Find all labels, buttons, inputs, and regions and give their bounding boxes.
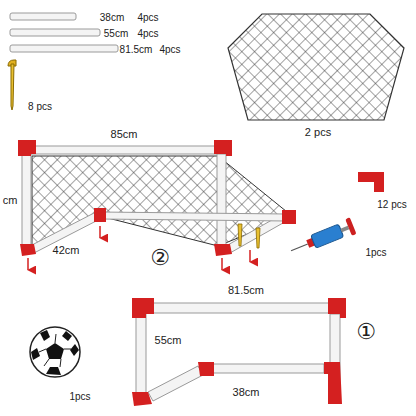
dimension-label: 38cm <box>100 12 124 23</box>
quantity-label: 1pcs <box>69 391 90 402</box>
quantity-label: 4pcs <box>137 12 158 23</box>
soccer-ball <box>30 327 80 377</box>
air-pump <box>288 217 357 259</box>
dimension-label: 81.5cm <box>228 284 264 296</box>
dimension-label: 55cm <box>155 334 182 346</box>
ground-stake <box>8 60 16 110</box>
dimension-label: 55cm <box>104 28 128 39</box>
frame-assembly <box>132 298 346 406</box>
quantity-label: 4pcs <box>137 28 158 39</box>
quantity-label: 8 pcs <box>28 101 52 112</box>
quantity-label: 12 pcs <box>377 199 406 210</box>
quantity-label: 2 pcs <box>305 126 331 138</box>
dimension-label: 38cm <box>233 386 260 398</box>
quantity-label: 4pcs <box>159 44 180 55</box>
net-piece <box>228 14 404 120</box>
dimension-label: cm <box>3 194 18 206</box>
dimension-label: 42cm <box>53 244 80 256</box>
callout-number: ② <box>150 246 170 270</box>
elbow-connector <box>358 172 384 192</box>
quantity-label: 1pcs <box>365 247 386 258</box>
dimension-label: 81.5cm <box>120 44 153 55</box>
callout-number: ① <box>356 320 376 344</box>
assembled-goal <box>18 140 296 270</box>
dimension-label: 85cm <box>111 128 138 140</box>
